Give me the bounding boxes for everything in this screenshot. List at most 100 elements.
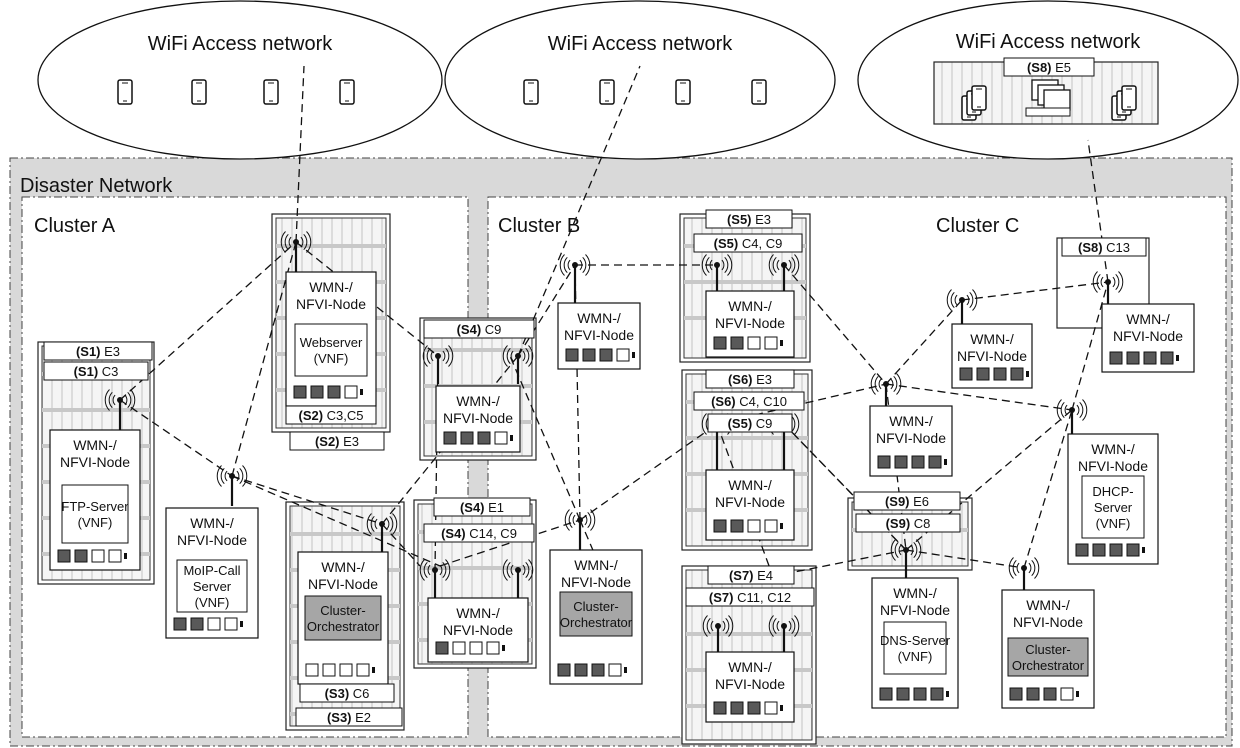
signal-arc	[1056, 399, 1062, 421]
slot	[930, 687, 944, 701]
antenna-dot	[293, 239, 299, 245]
signal-arc	[722, 620, 726, 632]
slot	[1043, 687, 1057, 701]
node-label-line1: WMN-/	[456, 393, 500, 409]
vnf-label: Cluster-	[320, 603, 366, 618]
signal-arc	[913, 541, 918, 559]
slot-connector	[372, 667, 375, 673]
link-line	[579, 423, 718, 521]
node-label-line2: NFVI-Node	[876, 430, 946, 446]
signal-arc	[522, 350, 526, 362]
antenna-icon	[280, 231, 312, 272]
tag-s4-c14c9-text: (S4) C14, C9	[441, 526, 517, 541]
vnf-label: Cluster-	[573, 599, 619, 614]
antenna-icon	[768, 615, 800, 654]
slot	[608, 663, 622, 677]
signal-arc	[108, 391, 113, 409]
tag-s5-e3-id: (S5)	[727, 212, 752, 227]
node-label-line2: NFVI-Node	[715, 676, 785, 692]
slot	[469, 641, 483, 655]
tag-s4-e1-text: (S4) E1	[460, 500, 504, 515]
signal-arc	[1076, 404, 1080, 416]
slot	[764, 519, 778, 533]
antenna-icon	[702, 615, 734, 654]
tag-s8-e5-text: (S8) E5	[1027, 60, 1071, 75]
link-line	[885, 383, 1073, 411]
tag-s6-e3-value: E3	[753, 372, 773, 387]
signal-arc	[794, 254, 800, 276]
tag-s4-c9-box	[423, 319, 535, 339]
slot	[911, 455, 925, 469]
tag-s5-c4c9-value: C4, C9	[738, 236, 782, 251]
rack-s4-bottom-rail	[418, 566, 532, 570]
slot	[486, 641, 500, 655]
tag-s5-e3-text: (S5) E3	[727, 212, 771, 227]
tag-s8-e5-box	[1003, 57, 1095, 77]
node-label-line2: NFVI-Node	[715, 494, 785, 510]
tag-s7-c11c12-box	[685, 587, 815, 607]
signal-arc	[898, 544, 902, 556]
node-label-line2: NFVI-Node	[177, 532, 247, 548]
tag-s4-c9-text: (S4) C9	[457, 322, 502, 337]
link-line	[439, 519, 581, 567]
antenna-dot	[781, 623, 787, 629]
antenna-dot	[714, 262, 720, 268]
slot-connector	[780, 705, 783, 711]
vnf-label: Orchestrator	[560, 615, 633, 630]
signal-arc	[1060, 401, 1065, 419]
slot	[591, 663, 605, 677]
slot-connector	[1142, 547, 1145, 553]
signal-arc	[874, 375, 879, 393]
node-label-line1: WMN-/	[321, 559, 365, 575]
slot	[1009, 687, 1023, 701]
smartphone-body	[263, 79, 279, 105]
disaster-network-label: Disaster Network	[20, 175, 173, 197]
tag-s8-c13-value: C13	[1103, 240, 1130, 255]
signal-arc	[1100, 276, 1104, 288]
signal-arc	[791, 256, 796, 274]
signal-arc	[1008, 557, 1014, 579]
wifi-ellipse-2	[444, 0, 836, 160]
slot	[435, 641, 449, 655]
slot	[477, 431, 491, 445]
signal-arc	[587, 511, 592, 529]
signal-arc	[419, 559, 425, 581]
antenna-icon	[1092, 271, 1124, 304]
signal-arc	[510, 350, 514, 362]
smartphone-icon	[191, 79, 207, 105]
signal-arc	[772, 617, 777, 635]
antenna-icon	[366, 513, 398, 554]
tag-s1-c3-id: (S1)	[74, 364, 99, 379]
signal-arc	[950, 291, 955, 309]
smartphone-body	[599, 79, 615, 105]
signal-arc	[528, 559, 534, 581]
signal-arc	[442, 561, 447, 579]
signal-arc	[916, 539, 922, 561]
node-label-line2: NFVI-Node	[443, 410, 513, 426]
antenna-icon	[1008, 557, 1040, 590]
antenna-dot	[883, 381, 889, 387]
vnf-box	[1007, 637, 1089, 677]
signal-arc	[442, 350, 446, 362]
tag-s1-c3-box	[43, 361, 149, 381]
slot-connector	[510, 435, 513, 441]
slot	[599, 348, 613, 362]
smartphone-body	[191, 79, 207, 105]
slot	[344, 385, 358, 399]
rack-s7-rail	[686, 632, 812, 636]
signal-arc	[239, 467, 244, 485]
slot	[327, 385, 341, 399]
node-label-line2: NFVI-Node	[1078, 458, 1148, 474]
signal-arc	[794, 413, 800, 435]
signal-arc	[709, 259, 713, 271]
slot-connector	[1076, 691, 1079, 697]
signal-arc	[528, 345, 534, 367]
slot	[713, 519, 727, 533]
vnf-box	[304, 595, 382, 641]
signal-arc	[567, 259, 571, 271]
vnf-label: Webserver	[300, 335, 363, 350]
signal-arc	[582, 256, 587, 274]
slot	[730, 336, 744, 350]
